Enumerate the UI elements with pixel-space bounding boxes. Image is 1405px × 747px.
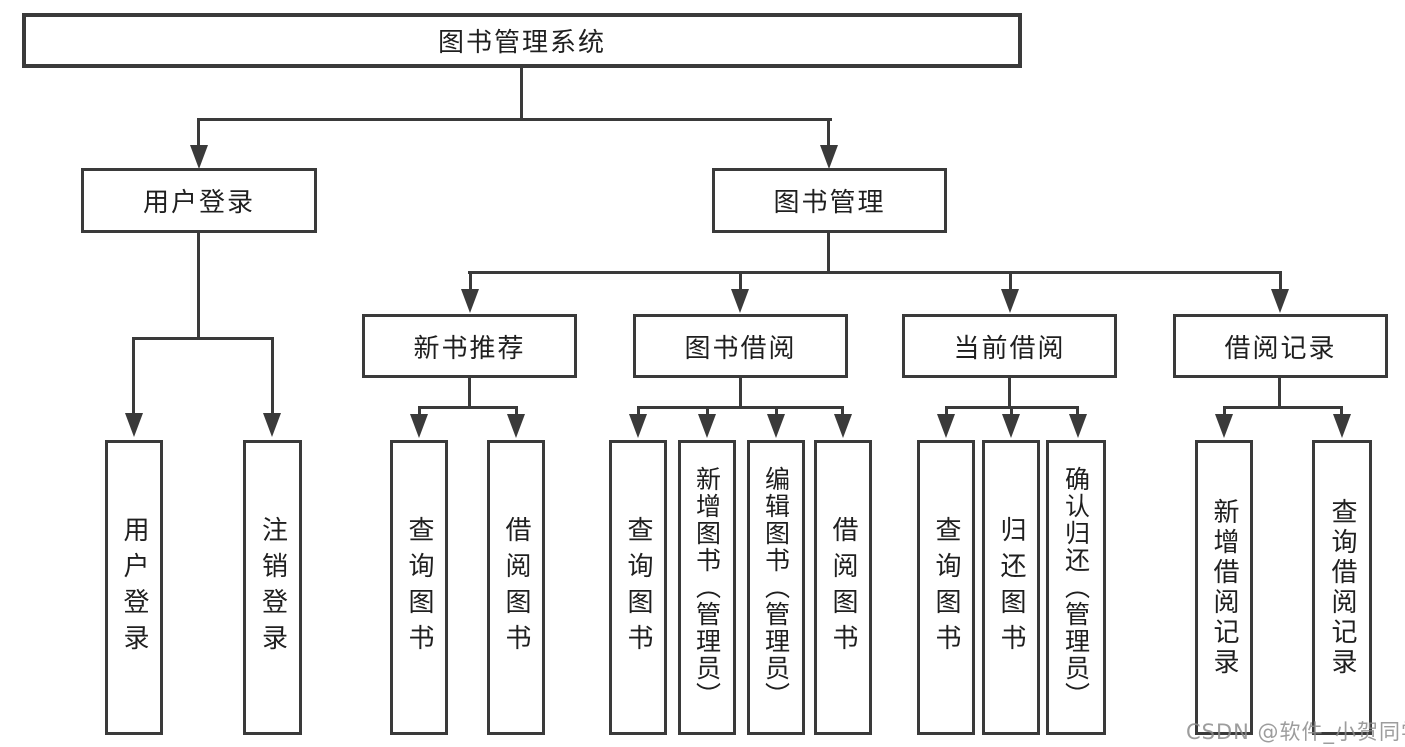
connector-line [1076,409,1079,415]
connector-line [739,274,742,290]
watermark: CSDN @软件_小贺同学 [1186,720,1405,744]
node-book-borrow: 图书借阅 [633,314,848,378]
leaf-add-book-admin-label: 新增图书（管理员） [692,466,722,709]
node-book-management-label: 图书管理 [773,188,886,218]
leaf-borrow-books-recommend-label: 借阅图书 [501,515,531,660]
leaf-query-books-current-label: 查询图书 [931,515,961,660]
connector-line [418,406,518,409]
connector-line [1009,274,1012,290]
node-new-book-recommend: 新书推荐 [362,314,577,378]
leaf-add-borrow-record: 新增借阅记录 [1195,440,1253,735]
connector-line [197,233,200,340]
arrow-down-icon [698,414,716,438]
connector-line [132,340,135,414]
leaf-query-books-recommend-label: 查询图书 [404,515,434,660]
arrow-down-icon [1271,289,1289,313]
connector-line [739,378,742,409]
connector-line [945,406,1079,409]
connector-line [468,378,471,409]
leaf-query-borrow-record: 查询借阅记录 [1312,440,1372,735]
arrow-down-icon [1002,414,1020,438]
arrow-down-icon [731,289,749,313]
connector-line [706,409,709,415]
leaf-borrow-books: 借阅图书 [814,440,872,735]
connector-line [469,274,472,290]
leaf-logout-label: 注销登录 [257,515,288,660]
connector-line [1008,378,1011,409]
arrow-down-icon [461,289,479,313]
connector-line [827,233,830,274]
node-user-login: 用户登录 [81,168,317,233]
connector-line [520,68,523,121]
connector-line [827,121,830,147]
arrow-down-icon [767,414,785,438]
connector-line [637,406,844,409]
leaf-confirm-return-admin-label: 确认归还（管理员） [1061,466,1091,709]
leaf-query-books-borrow: 查询图书 [609,440,667,735]
node-current-borrow-label: 当前借阅 [953,333,1066,364]
arrow-down-icon [1215,414,1233,438]
node-book-management: 图书管理 [712,168,947,233]
arrow-down-icon [125,413,143,437]
node-current-borrow: 当前借阅 [902,314,1117,378]
connector-line [1223,409,1226,415]
connector-line [418,409,421,415]
arrow-down-icon [937,414,955,438]
node-user-login-label: 用户登录 [142,188,255,218]
connector-line [1340,409,1343,415]
leaf-add-borrow-record-label: 新增借阅记录 [1209,497,1239,678]
connector-line [637,409,640,415]
arrow-down-icon [834,414,852,438]
node-book-borrow-label: 图书借阅 [684,333,797,364]
leaf-query-borrow-record-label: 查询借阅记录 [1327,497,1357,678]
leaf-user-login-label: 用户登录 [119,515,149,660]
connector-line [1010,409,1013,415]
connector-line [1223,406,1343,409]
arrow-down-icon [1333,414,1351,438]
arrow-down-icon [1069,414,1087,438]
leaf-borrow-books-recommend: 借阅图书 [487,440,545,735]
arrow-down-icon [410,414,428,438]
leaf-query-books-current: 查询图书 [917,440,975,735]
leaf-logout: 注销登录 [243,440,302,735]
arrow-down-icon [507,414,525,438]
connector-line [841,409,844,415]
arrow-down-icon [263,413,281,437]
connector-line [197,121,200,147]
arrow-down-icon [190,145,208,169]
connector-line [197,118,832,121]
arrow-down-icon [629,414,647,438]
connector-line [515,409,518,415]
connector-line [1279,274,1282,290]
connector-line [945,409,948,415]
leaf-confirm-return-admin: 确认归还（管理员） [1046,440,1106,735]
leaf-query-books-recommend: 查询图书 [390,440,448,735]
leaf-return-books-label: 归还图书 [996,515,1026,660]
node-library-system: 图书管理系统 [22,13,1022,68]
node-new-book-recommend-label: 新书推荐 [413,333,526,364]
node-library-system-label: 图书管理系统 [437,28,606,58]
node-borrow-record-label: 借阅记录 [1224,333,1337,364]
connector-line [1278,378,1281,409]
connector-line [132,337,274,340]
leaf-edit-book-admin-label: 编辑图书（管理员） [761,466,791,709]
node-borrow-record: 借阅记录 [1173,314,1388,378]
connector-line [468,271,1282,274]
leaf-return-books: 归还图书 [982,440,1040,735]
leaf-edit-book-admin: 编辑图书（管理员） [747,440,805,735]
arrow-down-icon [1001,289,1019,313]
leaf-borrow-books-label: 借阅图书 [828,515,858,660]
connector-line [271,340,274,414]
leaf-user-login: 用户登录 [105,440,163,735]
leaf-add-book-admin: 新增图书（管理员） [678,440,736,735]
arrow-down-icon [820,145,838,169]
connector-line [775,409,778,415]
leaf-query-books-borrow-label: 查询图书 [623,515,653,660]
